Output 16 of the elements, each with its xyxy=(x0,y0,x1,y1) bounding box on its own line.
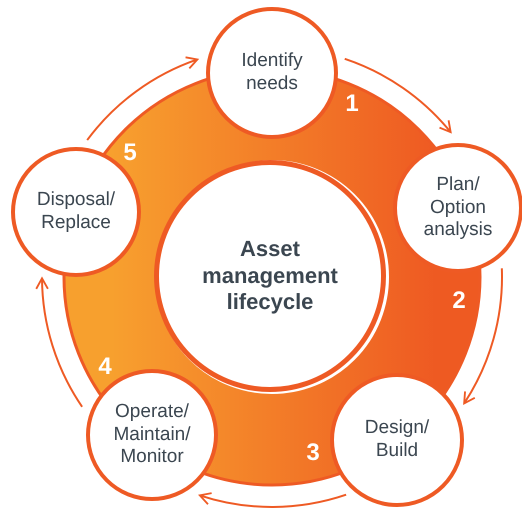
step-number: 3 xyxy=(306,439,320,467)
arrow xyxy=(344,58,452,134)
arrow xyxy=(36,277,83,408)
stage-label: Plan/ Option analysis xyxy=(422,174,494,242)
step-number: 4 xyxy=(98,353,112,381)
step-number: 1 xyxy=(345,90,359,118)
step-number: 2 xyxy=(452,287,466,315)
arrow xyxy=(198,491,346,508)
arrow xyxy=(86,57,198,141)
stage-label: Disposal/ Replace xyxy=(36,189,116,235)
stage-label: Operate/ Maintain/ Monitor xyxy=(112,400,192,470)
stage-label: Design/ Build xyxy=(364,417,430,463)
arrow xyxy=(463,268,503,404)
step-number: 5 xyxy=(123,139,137,167)
center-title: Asset management lifecycle xyxy=(201,236,339,316)
stage-label: Identify needs xyxy=(240,50,304,96)
